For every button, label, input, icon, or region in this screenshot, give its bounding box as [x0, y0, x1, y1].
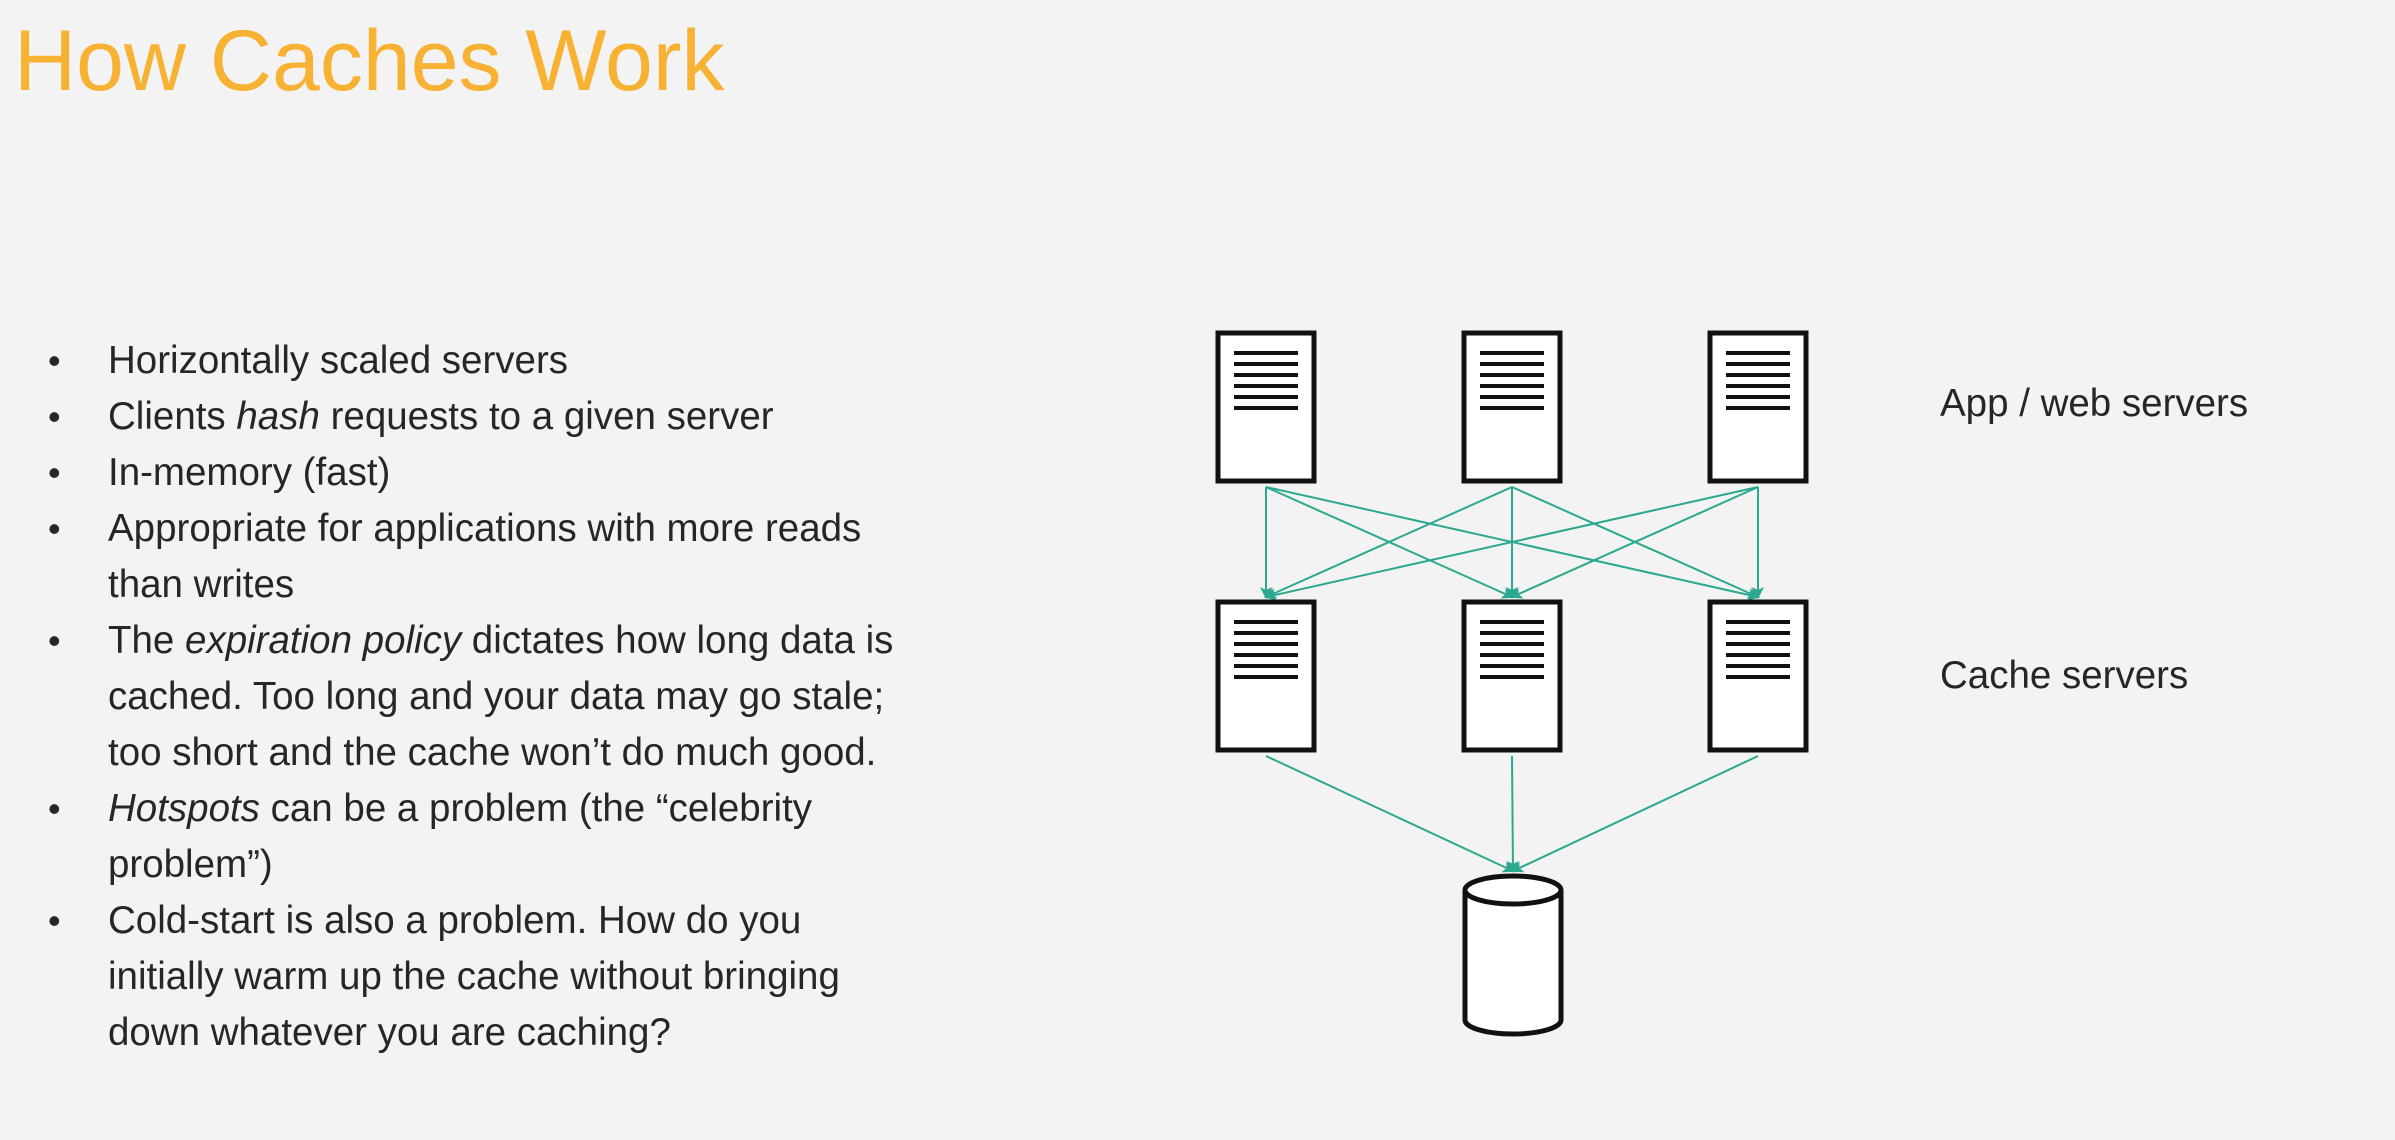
- bullet-line: In-memory (fast): [108, 445, 1040, 501]
- bullet-dot: •: [48, 508, 61, 549]
- bullet-item: • Hotspots can be a problem (the “celebri…: [40, 781, 1040, 893]
- bullet-text: Appropriate for applications with more r…: [108, 507, 862, 550]
- bullet-line: Appropriate for applications with more r…: [108, 501, 1040, 557]
- bullet-text: problem”): [108, 843, 273, 886]
- bullet-list: • Horizontally scaled servers • Clients has…: [40, 333, 1040, 1061]
- bullet-dot: •: [48, 620, 61, 661]
- bullet-text: requests to a given server: [319, 395, 774, 438]
- bullet-line: cached. Too long and your data may go st…: [108, 669, 1040, 725]
- bullet-line: Cold-start is also a problem. How do you: [108, 893, 1040, 949]
- app-server-1-icon: [1215, 330, 1317, 484]
- bullet-dot: •: [48, 900, 61, 941]
- bullet-line: than writes: [108, 557, 1040, 613]
- connector-arrow: [1510, 486, 1759, 599]
- connector-arrow: [1506, 755, 1519, 873]
- bullet-emphasis-text: hash: [236, 395, 320, 438]
- connector-arrow: [1264, 486, 1759, 601]
- connector-arrow: [1511, 755, 1759, 873]
- cache-server-3-icon: [1707, 599, 1809, 753]
- bullet-item: • Horizontally scaled servers: [40, 333, 1040, 389]
- bullet-text: dictates how long data is: [461, 619, 894, 662]
- slide-title: How Caches Work: [14, 13, 725, 109]
- bullet-item: • In-memory (fast): [40, 445, 1040, 501]
- bullet-text: down whatever you are caching?: [108, 1011, 671, 1054]
- bullet-text: In-memory (fast): [108, 451, 391, 494]
- bullet-line: down whatever you are caching?: [108, 1005, 1040, 1061]
- bullet-line: problem”): [108, 837, 1040, 893]
- bullet-text: Clients: [108, 395, 237, 438]
- cache-server-1-icon: [1215, 599, 1317, 753]
- bullet-text: initially warm up the cache without brin…: [108, 955, 840, 998]
- bullet-dot: •: [48, 340, 61, 381]
- bullet-line: Hotspots can be a problem (the “celebrit…: [108, 781, 1040, 837]
- bullet-line: initially warm up the cache without brin…: [108, 949, 1040, 1005]
- bullet-item: • The expiration policy dictates how long…: [40, 613, 1040, 781]
- app-servers-label: App / web servers: [1940, 382, 2249, 425]
- cache-servers-label: Cache servers: [1940, 654, 2189, 697]
- app-server-3-icon: [1707, 330, 1809, 484]
- bullet-dot: •: [48, 396, 61, 437]
- database-icon: [1462, 873, 1564, 1037]
- app-server-2-icon: [1461, 330, 1563, 484]
- bullet-emphasis-text: Hotspots: [108, 787, 260, 830]
- bullet-item: • Cold-start is also a problem. How do yo…: [40, 893, 1040, 1061]
- bullet-emphasis-text: expiration policy: [185, 619, 462, 662]
- bullet-dot: •: [48, 452, 61, 493]
- bullet-text: Horizontally scaled servers: [108, 339, 569, 382]
- bullet-item: • Clients hash requests to a given server: [40, 389, 1040, 445]
- bullet-text: than writes: [108, 563, 295, 606]
- connector-arrow: [1265, 755, 1515, 873]
- bullet-text: too short and the cache won’t do much go…: [108, 731, 877, 774]
- bullet-line: The expiration policy dictates how long …: [108, 613, 1040, 669]
- bullet-dot: •: [48, 788, 61, 829]
- bullet-line: Clients hash requests to a given server: [108, 389, 1040, 445]
- bullet-text: can be a problem (the “celebrity: [259, 787, 813, 830]
- bullet-line: Horizontally scaled servers: [108, 333, 1040, 389]
- connector-arrow: [1264, 486, 1513, 599]
- bullet-item: • Appropriate for applications with more …: [40, 501, 1040, 613]
- bullet-line: too short and the cache won’t do much go…: [108, 725, 1040, 781]
- bullet-text: Cold-start is also a problem. How do you: [108, 899, 802, 942]
- cache-server-2-icon: [1461, 599, 1563, 753]
- bullet-text: The: [108, 619, 186, 662]
- bullet-text: cached. Too long and your data may go st…: [108, 675, 885, 718]
